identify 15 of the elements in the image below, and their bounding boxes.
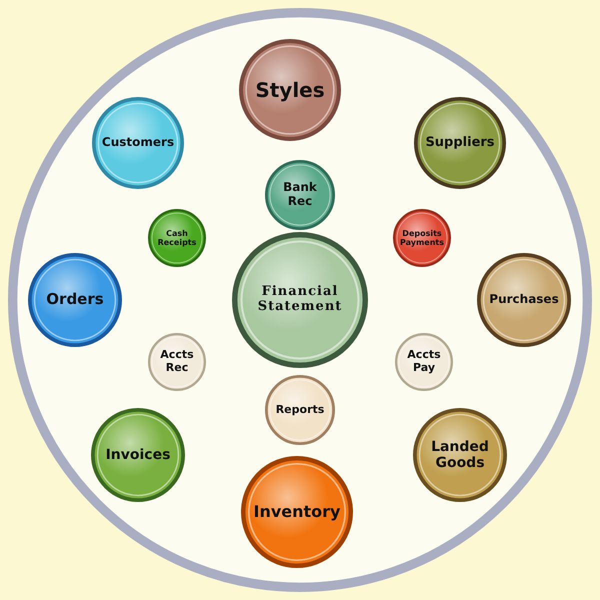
node-label: Landed Goods bbox=[430, 438, 490, 472]
node-label: Inventory bbox=[254, 502, 340, 522]
node-label: Styles bbox=[255, 78, 325, 102]
node-label: Invoices bbox=[106, 446, 170, 464]
node-label: Deposits Payments bbox=[398, 228, 446, 248]
node-label: Accts Pay bbox=[406, 349, 442, 375]
node-label: Financial Statement bbox=[256, 285, 344, 315]
node-label: Cash Receipts bbox=[156, 228, 198, 248]
node-label: Accts Rec bbox=[159, 349, 195, 375]
node-label: Purchases bbox=[489, 293, 559, 307]
node-label: Customers bbox=[102, 136, 174, 150]
node-label: Reports bbox=[276, 404, 324, 416]
node-label: Bank Rec bbox=[282, 181, 318, 209]
node-label: Orders bbox=[46, 291, 104, 309]
node-label: Suppliers bbox=[425, 136, 495, 150]
